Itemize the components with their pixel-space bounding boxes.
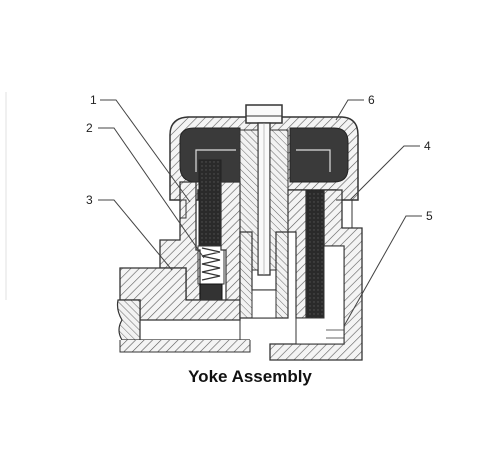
right-coil bbox=[305, 189, 325, 319]
callout-2-label: 2 bbox=[86, 121, 93, 135]
callout-3: 3 bbox=[86, 193, 173, 271]
bolt-head bbox=[245, 104, 283, 276]
left-pipe bbox=[116, 299, 141, 341]
callout-5: 5 bbox=[343, 209, 433, 327]
plunger bbox=[199, 283, 223, 301]
left-coil bbox=[198, 159, 222, 247]
callout-5-label: 5 bbox=[426, 209, 433, 223]
figure-caption: Yoke Assembly bbox=[188, 367, 312, 386]
spring bbox=[197, 245, 225, 285]
callout-6: 6 bbox=[335, 93, 375, 121]
callout-4: 4 bbox=[349, 139, 431, 201]
callout-6-label: 6 bbox=[368, 93, 375, 107]
inner-wall-right bbox=[287, 189, 307, 319]
callout-4-label: 4 bbox=[424, 139, 431, 153]
callout-1: 1 bbox=[90, 93, 191, 203]
cap-cushion-right bbox=[289, 127, 349, 183]
inner-wall-left bbox=[220, 181, 241, 306]
callout-2: 2 bbox=[86, 121, 205, 259]
callout-3-label: 3 bbox=[86, 193, 93, 207]
callout-1-label: 1 bbox=[90, 93, 97, 107]
